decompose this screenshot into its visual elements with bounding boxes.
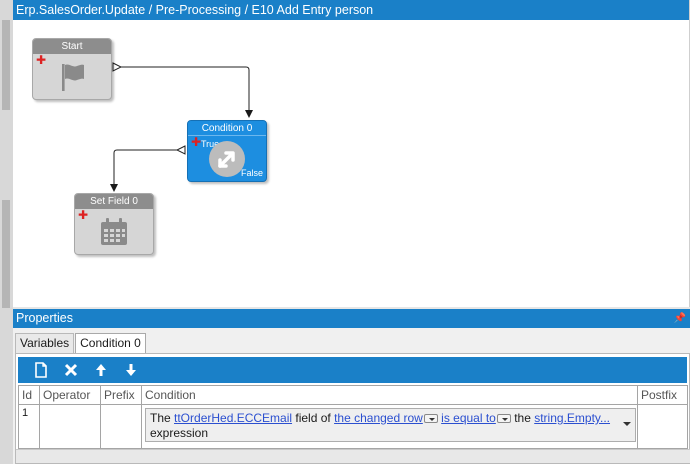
connector-condition-to-setfield bbox=[110, 149, 179, 192]
table-header-row: Id Operator Prefix Condition Postfix bbox=[18, 385, 688, 405]
condition-node-label: Condition 0 bbox=[188, 121, 266, 136]
condition-text: field of bbox=[292, 411, 335, 425]
column-header-condition[interactable]: Condition bbox=[141, 385, 638, 405]
arrows-icon bbox=[188, 137, 266, 181]
cell-postfix[interactable] bbox=[637, 404, 688, 449]
false-branch-label: False bbox=[240, 168, 263, 178]
start-node[interactable]: Start ✚ bbox=[32, 38, 112, 100]
horizontal-scrollbar[interactable] bbox=[16, 449, 690, 463]
condition-expression-box[interactable]: The ttOrderHed.ECCEmail field of the cha… bbox=[145, 408, 636, 442]
chevron-down-icon[interactable] bbox=[623, 422, 631, 426]
move-down-icon[interactable] bbox=[116, 359, 146, 381]
column-header-operator[interactable]: Operator bbox=[39, 385, 101, 405]
flag-icon bbox=[33, 55, 111, 99]
setfield-node[interactable]: Set Field 0 ✚ bbox=[74, 193, 154, 255]
cell-condition[interactable]: The ttOrderHed.ECCEmail field of the cha… bbox=[141, 404, 638, 449]
scroll-thumb-lower[interactable] bbox=[2, 200, 10, 308]
start-output-port bbox=[112, 62, 123, 72]
properties-title-bar: Properties 📌 bbox=[13, 309, 690, 328]
column-header-prefix[interactable]: Prefix bbox=[100, 385, 142, 405]
condition-text: expression bbox=[150, 426, 209, 440]
condition-toolbar bbox=[18, 357, 687, 383]
operator-dropdown-icon[interactable] bbox=[496, 414, 511, 423]
operator-link[interactable]: is equal to bbox=[441, 411, 496, 425]
pin-icon[interactable]: 📌 bbox=[673, 313, 686, 324]
table-row[interactable]: 1 The ttOrderHed.ECCEmail field of the c… bbox=[18, 404, 688, 449]
new-icon[interactable] bbox=[26, 359, 56, 381]
tab-variables[interactable]: Variables bbox=[15, 333, 75, 353]
column-header-postfix[interactable]: Postfix bbox=[637, 385, 688, 405]
row-dropdown-icon[interactable] bbox=[423, 414, 438, 423]
workflow-designer: Erp.SalesOrder.Update / Pre-Processing /… bbox=[13, 0, 690, 307]
row-link[interactable]: the changed row bbox=[334, 411, 423, 425]
properties-tabs: Variables Condition 0 bbox=[15, 333, 147, 354]
setfield-node-label: Set Field 0 bbox=[75, 194, 153, 209]
workflow-canvas[interactable]: Start ✚ Condition 0 ✚ True False bbox=[13, 20, 690, 307]
condition-text: The bbox=[150, 411, 175, 425]
designer-title: Erp.SalesOrder.Update / Pre-Processing /… bbox=[13, 0, 689, 20]
cell-id: 1 bbox=[18, 404, 40, 449]
left-edge-scrollbar[interactable] bbox=[0, 0, 13, 464]
true-branch-label: True bbox=[201, 139, 220, 149]
condition-output-port bbox=[175, 145, 186, 155]
condition-tab-content: Id Operator Prefix Condition Postfix 1 T… bbox=[15, 353, 690, 464]
connector-start-to-condition bbox=[121, 66, 253, 118]
add-icon[interactable]: ✚ bbox=[78, 208, 89, 222]
field-link[interactable]: ttOrderHed.ECCEmail bbox=[174, 411, 293, 425]
add-icon[interactable]: ✚ bbox=[191, 135, 202, 149]
add-icon[interactable]: ✚ bbox=[36, 53, 47, 67]
delete-icon[interactable] bbox=[56, 359, 86, 381]
scroll-thumb[interactable] bbox=[2, 20, 10, 110]
properties-title: Properties bbox=[16, 311, 73, 325]
condition-node[interactable]: Condition 0 ✚ True False bbox=[187, 120, 267, 182]
move-up-icon[interactable] bbox=[86, 359, 116, 381]
condition-text: the bbox=[510, 411, 535, 425]
start-node-label: Start bbox=[33, 39, 111, 54]
value-link[interactable]: string.Empty... bbox=[534, 411, 611, 425]
conditions-table: Id Operator Prefix Condition Postfix 1 T… bbox=[18, 385, 688, 449]
properties-panel: Properties 📌 Variables Condition 0 bbox=[13, 309, 690, 464]
connector-lines bbox=[110, 62, 253, 192]
cell-operator[interactable] bbox=[39, 404, 101, 449]
calendar-icon bbox=[75, 210, 153, 254]
column-header-id[interactable]: Id bbox=[18, 385, 40, 405]
tab-condition[interactable]: Condition 0 bbox=[75, 333, 146, 354]
cell-prefix[interactable] bbox=[100, 404, 142, 449]
